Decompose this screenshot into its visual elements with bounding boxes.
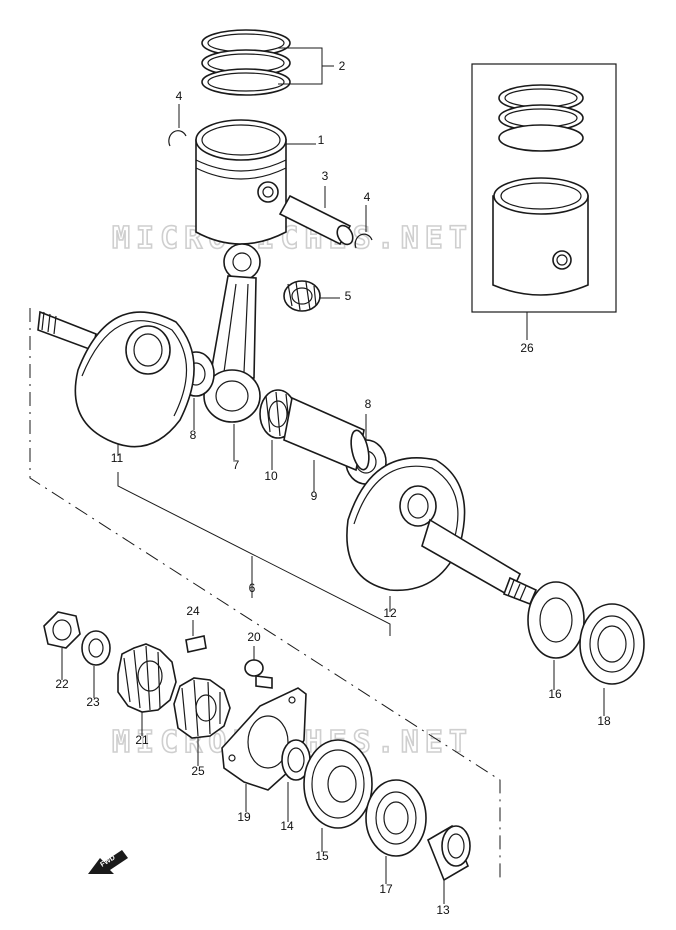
callout-label-6: 6 (249, 581, 256, 595)
part-21-drive-gear (117, 643, 177, 736)
callout-label-19: 19 (237, 810, 251, 824)
part-2-piston-rings (201, 29, 334, 96)
callout-label-1: 1 (318, 133, 325, 147)
part-14-spacer (281, 739, 311, 822)
part-15-bearing (303, 739, 373, 852)
part-11-crankshaft-left (37, 310, 195, 456)
callout-label-23: 23 (86, 695, 100, 709)
callout-label-16: 16 (548, 687, 562, 701)
callout-label-8: 8 (190, 428, 197, 442)
callout-labels: 1234456788910111213141516171819202122232… (55, 59, 611, 917)
callout-label-18: 18 (597, 714, 611, 728)
part-16-crank-bearing (527, 581, 585, 690)
callout-label-21: 21 (135, 733, 149, 747)
forward-arrow-icon: FWD (88, 850, 128, 874)
part-4-circlip-right (354, 205, 373, 249)
callout-label-3: 3 (322, 169, 329, 183)
part-23-washer (81, 630, 111, 698)
callout-label-2: 2 (339, 59, 346, 73)
part-24-woodruff-key (185, 620, 207, 653)
part-20-bolt (244, 646, 273, 689)
part-25-pump-gear (173, 677, 231, 766)
callout-label-9: 9 (311, 489, 318, 503)
callout-label-26: 26 (520, 341, 534, 355)
part-22-nut (43, 611, 81, 680)
callout-label-13: 13 (436, 903, 450, 917)
part-13-collar (427, 824, 471, 904)
callout-label-7: 7 (233, 458, 240, 472)
callout-label-15: 15 (315, 849, 329, 863)
callout-label-4: 4 (364, 190, 371, 204)
callout-label-17: 17 (379, 882, 393, 896)
part-7-connecting-rod (203, 243, 261, 460)
callout-label-5: 5 (345, 289, 352, 303)
part-3-piston-pin (278, 186, 354, 246)
callout-label-14: 14 (280, 819, 294, 833)
part-12-crankshaft-right (346, 456, 538, 612)
assembly-bracket-lines (29, 308, 501, 878)
part-5-needle-bearing (283, 280, 340, 312)
callout-label-12: 12 (383, 606, 397, 620)
callout-label-11: 11 (111, 451, 124, 465)
watermark-top: MICROFICHES.NET (112, 221, 473, 256)
callout-label-24: 24 (186, 604, 200, 618)
callout-label-22: 22 (55, 677, 69, 691)
part-18-oil-seal (579, 603, 645, 716)
callout-label-4: 4 (176, 89, 183, 103)
part-9-crank-pin (283, 396, 370, 492)
part-17-oil-seal (365, 779, 427, 884)
callout-label-8: 8 (365, 397, 372, 411)
callout-label-25: 25 (191, 764, 205, 778)
callout-label-10: 10 (264, 469, 278, 483)
part-4-circlip-left (168, 104, 187, 147)
callout-label-20: 20 (247, 630, 261, 644)
part-26-piston-kit (471, 63, 617, 340)
